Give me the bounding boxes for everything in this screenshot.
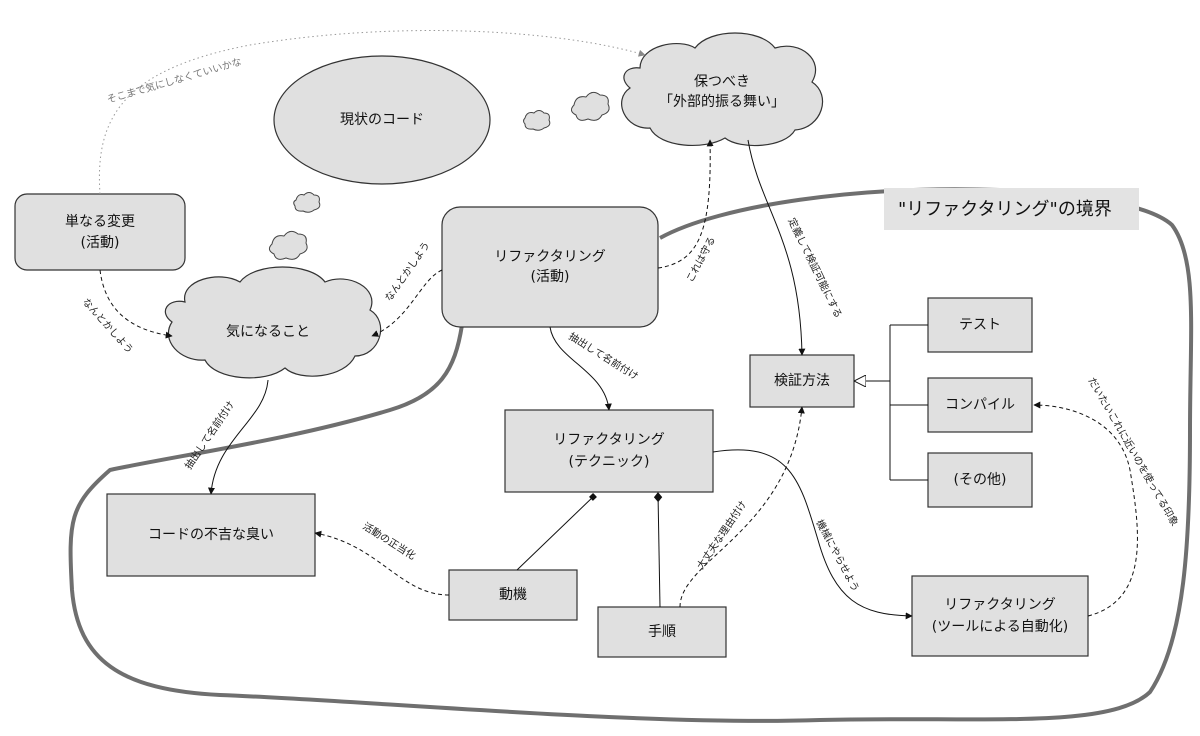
thought-bubble-4 [570, 91, 610, 121]
verification-method-label: 検証方法 [774, 373, 830, 389]
thought-bubble-1 [268, 230, 308, 260]
motive-label: 動機 [499, 587, 527, 603]
edge-justify-activity [314, 530, 450, 596]
refactoring-tool-node [911, 575, 1089, 657]
edge-similar-impression [1033, 401, 1138, 617]
label-similar-impression: だいたいこれに近いのを使ってる印象 [1085, 375, 1181, 528]
label-somehow-left: なんとかしよう [80, 296, 136, 356]
edge-somehow-left [99, 269, 173, 339]
refactoring-tool-label-2: (ツールによる自動化) [932, 619, 1069, 635]
thought-bubble-3 [523, 110, 551, 131]
refactoring-technique-node [504, 409, 714, 493]
edge-procedure-technique [653, 492, 663, 608]
label-rationale: 大丈夫な理由付け [694, 498, 750, 572]
label-extract-name-activity: 抽出して名前付け [566, 330, 640, 383]
generalization-tree [855, 324, 928, 481]
edge-motive-technique [516, 492, 597, 571]
refactoring-technique-label-2: (テクニック) [569, 454, 650, 470]
procedure-label: 手順 [648, 624, 676, 640]
simple-change-label-2: (活動) [81, 235, 120, 251]
label-extract-name-concern: 抽出して名前付け [182, 398, 237, 471]
procedure-node [597, 606, 727, 658]
edge-extract-name-concern [207, 379, 269, 495]
edge-define-verifiable [747, 139, 806, 356]
label-dont-worry: そこまで気にしなくていいかな [105, 55, 243, 106]
preserve-behavior-label-2: 「外部的振る舞い」 [659, 94, 785, 110]
edge-keep-this [657, 139, 714, 269]
edge-automate [712, 449, 913, 620]
thought-bubble-2 [293, 192, 321, 213]
refactoring-tool-label-1: リファクタリング [944, 597, 1055, 613]
boundary-label-text: "リファクタリング"の境界 [898, 199, 1112, 220]
compile-node [927, 377, 1033, 433]
label-somehow-activity: なんとかしよう [383, 239, 433, 303]
label-automate: 機械にやらせよう [813, 517, 862, 594]
edge-rationale [679, 406, 805, 608]
label-justify-activity: 活動の正当化 [360, 520, 418, 563]
edge-dont-worry [98, 30, 646, 195]
simple-change-node [14, 193, 186, 271]
edge-somehow-activity [371, 269, 443, 337]
other-label: (その他) [954, 472, 1007, 488]
edge-extract-name-activity [549, 326, 612, 411]
label-define-verifiable: 定義して検証可能にする [785, 216, 845, 320]
refactoring-activity-label-2: (活動) [531, 269, 570, 285]
preserve-behavior-label-1: 保つべき [694, 74, 750, 90]
current-code-node [273, 55, 491, 185]
boundary-label: "リファクタリング"の境界 [884, 188, 1139, 230]
refactoring-activity-label-1: リファクタリング [494, 249, 605, 265]
preserve-behavior-cloud [621, 32, 824, 147]
refactoring-activity-node [441, 206, 659, 328]
concern-label: 気になること [226, 324, 310, 340]
compile-label: コンパイル [945, 397, 1015, 413]
test-label: テスト [959, 317, 1001, 333]
current-code-label: 現状のコード [340, 112, 424, 128]
concern-cloud [164, 266, 382, 379]
refactoring-technique-label-1: リファクタリング [553, 432, 664, 448]
code-smell-label: コードの不吉な臭い [148, 527, 274, 543]
simple-change-label-1: 単なる変更 [65, 213, 135, 230]
label-keep-this: これは守る [683, 234, 718, 284]
motive-node [448, 569, 578, 621]
